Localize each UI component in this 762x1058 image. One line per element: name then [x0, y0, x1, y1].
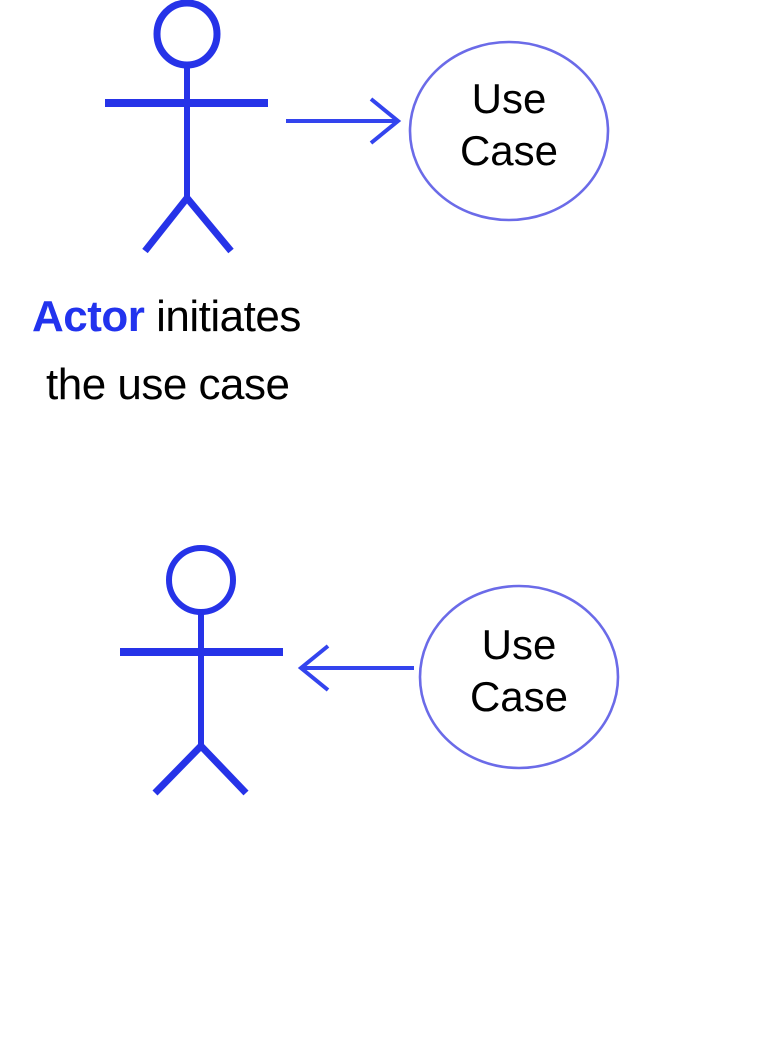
actor-head-icon	[153, 0, 221, 69]
actor-right-leg-line	[184, 195, 234, 254]
panel-actor-initiates: Use Case Actor initiates the use case	[0, 0, 762, 430]
association-arrow-left[interactable]	[297, 644, 414, 692]
use-case-outline	[418, 584, 620, 770]
use-case-outline	[408, 40, 610, 222]
use-case-label-line-1: Use	[482, 621, 557, 668]
actor-head-icon	[166, 545, 236, 615]
actor-icon[interactable]	[120, 545, 283, 796]
use-case-label-line-2: Case	[470, 673, 568, 720]
use-case-ellipse[interactable]: Use Case	[418, 584, 620, 770]
arrow-head-icon	[297, 644, 330, 692]
use-case-diagram-bottom: Use Case	[120, 545, 620, 796]
caption-rest-line-1: initiates	[144, 292, 301, 341]
arrow-head-icon	[369, 97, 402, 145]
caption-actor-initiates: Actor initiates the use case	[30, 283, 301, 419]
panel-system-initiates: Use Case The system initiates the use ca…	[0, 530, 762, 1058]
association-arrow-right[interactable]	[286, 97, 402, 145]
caption-emphasis-actor: Actor	[32, 292, 145, 341]
caption-line-2: the use case	[46, 360, 290, 409]
use-case-ellipse[interactable]: Use Case	[408, 40, 610, 222]
use-case-label-line-1: Use	[472, 75, 547, 122]
actor-left-leg-line	[142, 195, 190, 254]
use-case-diagram-top: Use Case	[105, 0, 610, 254]
caption-line-1: Actor initiates	[30, 283, 301, 351]
actor-left-leg-line	[152, 743, 204, 796]
use-case-label-line-2: Case	[460, 127, 558, 174]
actor-right-leg-line	[198, 743, 249, 796]
actor-icon[interactable]	[105, 0, 268, 254]
